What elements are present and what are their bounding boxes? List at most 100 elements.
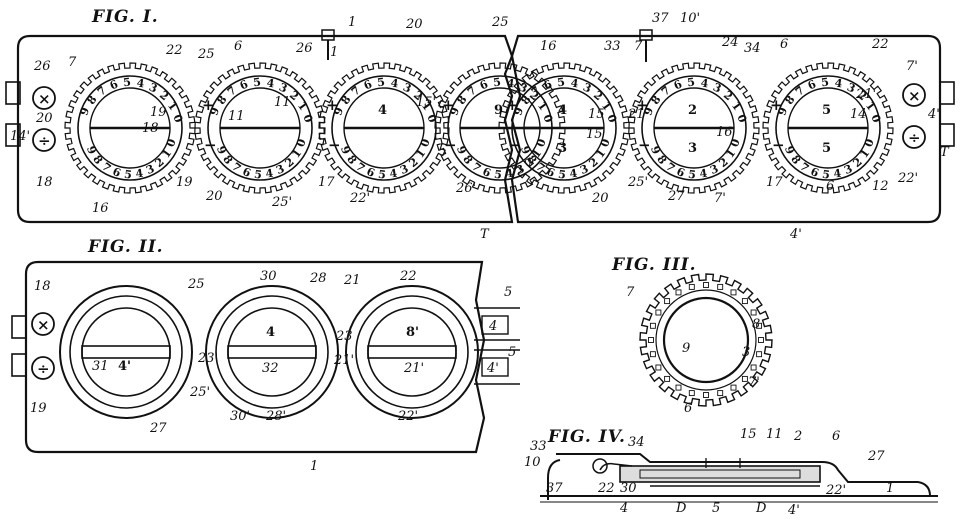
wheel-digit-bottom: 9 xyxy=(782,144,797,156)
wheel-digit-top: 0 xyxy=(170,113,185,125)
wheel-digit-top: 5 xyxy=(686,75,695,89)
wheel-teeth xyxy=(64,62,196,194)
fig2-callout-label: 25' xyxy=(189,385,210,400)
fig4-callout-label: 34 xyxy=(628,435,645,450)
fig2-plate xyxy=(24,260,486,454)
fig1-right-tab-bottom xyxy=(939,123,955,147)
gear-tooth-slot xyxy=(758,337,764,343)
fig2-left-tab-top xyxy=(11,315,27,339)
wheel-digit-bottom: 6 xyxy=(481,165,493,180)
fig1-callout-label: 22' xyxy=(897,171,918,186)
wheel-digit-top: 1 xyxy=(165,99,180,113)
gear-tooth-slot xyxy=(664,298,671,305)
wheel-digit-top: 9 xyxy=(207,106,222,118)
wheel-digit-bottom: 0 xyxy=(598,137,613,149)
wheel-digit-bottom: 6 xyxy=(365,165,377,180)
fig1-left-tab-top xyxy=(5,81,21,105)
fig1-callout-label: T xyxy=(940,145,950,160)
wheel-inner-ring xyxy=(77,75,183,181)
wheel-digit-top: 1 xyxy=(535,99,550,113)
wheel-digit-top: 5 xyxy=(376,75,385,89)
wheel-digit-bottom: 0 xyxy=(862,137,877,149)
minus-sign: − xyxy=(508,136,521,154)
gear-tooth-slot xyxy=(741,375,748,382)
fig1-callout-label: 20 xyxy=(591,191,609,206)
wheel-window-bottom-value: 3 xyxy=(558,141,567,156)
fig2-multiply-button xyxy=(31,312,55,336)
fig1-callout-label: 17 xyxy=(766,175,783,190)
fig2-callout-label: 1 xyxy=(310,459,318,474)
fig1-callout-label: 26 xyxy=(295,41,313,56)
fig1-callout-label: 20 xyxy=(35,111,53,126)
fig1-callout-label: 14' xyxy=(10,129,30,144)
fig1-callout-label: 7' xyxy=(906,59,918,74)
fig2-callout-label: 25 xyxy=(187,277,205,292)
wheel-digit-bottom: 4 xyxy=(265,167,275,181)
fig2-callout-label: 28 xyxy=(309,271,327,286)
wheel-digit-top: 9 xyxy=(775,106,790,118)
fig1-callout-label: 25' xyxy=(627,175,648,190)
ring-window-top-value: 4 xyxy=(266,325,275,340)
fig1-callout-label: 15' xyxy=(416,95,436,110)
fig1-callout-label: 26' xyxy=(455,181,476,196)
fig4-callout-label: 27 xyxy=(867,449,885,464)
wheel-digit-bottom: 5 xyxy=(377,168,386,182)
wheel-digit-bottom: 3 xyxy=(144,162,156,177)
wheel-inner-ring xyxy=(207,75,313,181)
wheel-digit-bottom: 0 xyxy=(534,137,549,149)
fig4-callout-label: 22' xyxy=(825,483,846,498)
fig1-callout-label: 4' xyxy=(789,227,802,242)
wheel-digit-top: 4 xyxy=(506,76,516,90)
fig1-callout-label: 16 xyxy=(540,39,557,54)
wheel-teeth xyxy=(318,62,450,194)
wheel-digit-top: 7 xyxy=(793,84,807,99)
plus-sign: + xyxy=(770,96,783,114)
gear-tooth-slot xyxy=(730,384,737,391)
gear-tooth-slot xyxy=(649,322,656,329)
multiply-button-right xyxy=(902,83,926,107)
wheel-digit-top: 3 xyxy=(401,81,413,96)
fig4-callout-label: 2 xyxy=(793,429,802,444)
wheel-digit-top: 9 xyxy=(511,106,526,118)
multiply-button-left xyxy=(32,86,56,110)
wheel-teeth xyxy=(628,62,760,194)
fig1-callout-label: 6 xyxy=(234,39,242,54)
wheel-digit-bottom: 7 xyxy=(353,160,367,175)
fig2-slider-bottom xyxy=(474,349,520,385)
fig1-pin-right xyxy=(639,29,653,62)
gear-teeth xyxy=(639,273,773,407)
wheel-digit-bottom: 5 xyxy=(687,168,696,182)
minus-sign: − xyxy=(772,136,785,154)
wheel-digit-bottom: 6 xyxy=(111,165,123,180)
gear-tooth-slot xyxy=(648,337,654,343)
fig4-callout-label: D xyxy=(755,501,767,516)
gear-tooth-slot xyxy=(730,289,737,296)
wheel-teeth xyxy=(434,62,566,194)
fig2-callout-label: 5 xyxy=(504,285,512,300)
gear-tooth-slot xyxy=(675,384,682,391)
fig2-ring: 4 xyxy=(205,285,339,419)
fig1-callout-label: 33 xyxy=(604,39,621,54)
wheel-digit-top: 0 xyxy=(300,113,315,125)
wheel-digit-top: 4 xyxy=(700,76,710,90)
fig2-callout-label: 5 xyxy=(508,345,516,360)
wheel-digit-top: 7 xyxy=(95,84,109,99)
fig1-right-plate xyxy=(510,34,942,224)
wheel-digit-top: 5 xyxy=(556,75,565,89)
fig1-pin-left xyxy=(321,29,335,60)
wheel-window-top-value: 9 xyxy=(494,103,503,118)
wheel-digit-top: 3 xyxy=(581,81,593,96)
wheel-digit-bottom: 4 xyxy=(505,167,515,181)
fig1-callout-label: 21 xyxy=(627,107,645,122)
fig1-callout-label: 17 xyxy=(318,175,335,190)
fig4-callout-label: 1 xyxy=(886,481,894,496)
fig1-callout-label: 16 xyxy=(92,201,109,216)
fig1-callout-label: 1 xyxy=(330,45,338,60)
fig2-callout-label: 27 xyxy=(149,421,167,436)
fig4-callout-label: 15 xyxy=(740,427,757,442)
fig2-slider-label-bottom: 4' xyxy=(486,361,499,376)
ring-bar xyxy=(227,345,317,359)
